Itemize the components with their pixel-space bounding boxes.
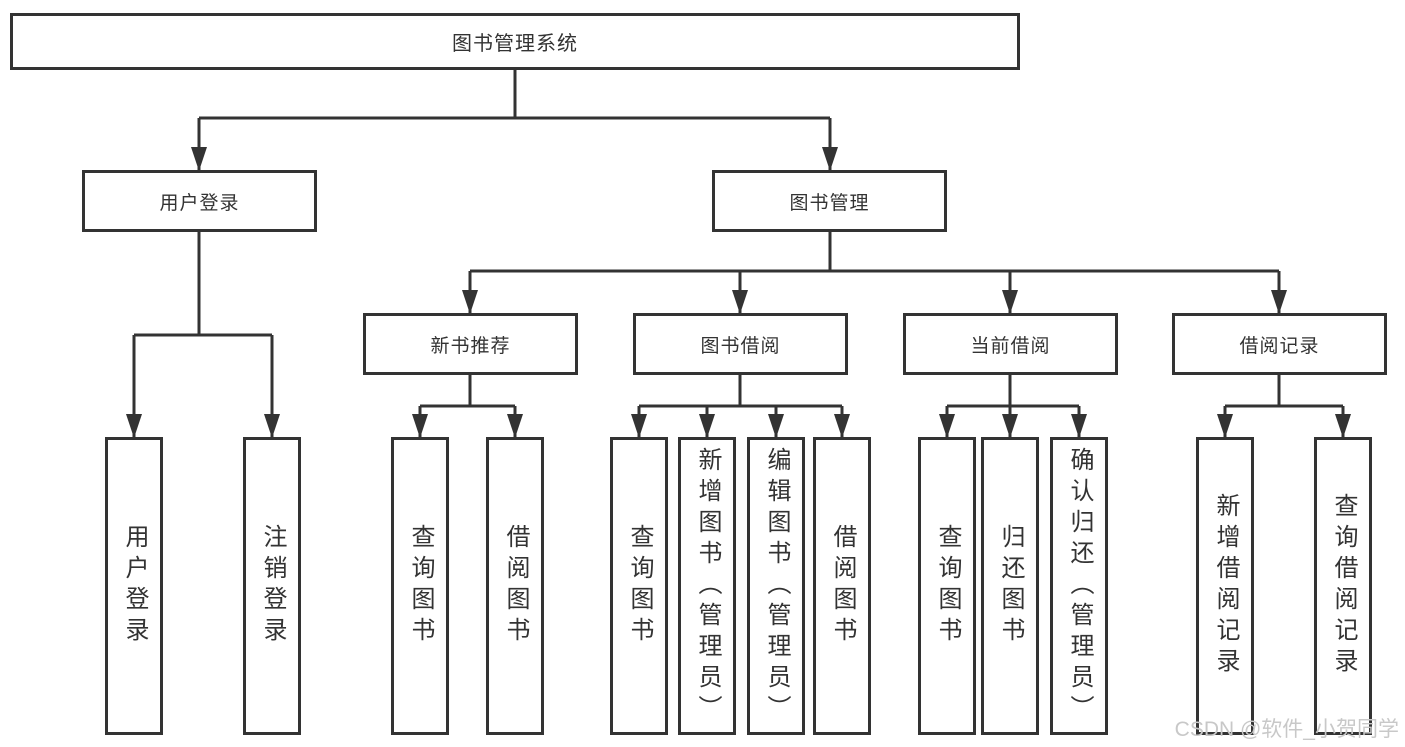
leaf-label: 归还图书 (997, 524, 1024, 648)
leaf-logout: 注销登录 (243, 437, 301, 735)
leaf-borrow-books: 借阅图书 (813, 437, 871, 735)
node-label: 图书管理系统 (452, 33, 578, 55)
node-label: 用户登录 (159, 192, 240, 214)
leaf-edit-books-admin: 编辑图书（管理员） (747, 437, 805, 735)
leaf-return-books: 归还图书 (981, 437, 1039, 735)
leaf-label: 借阅图书 (829, 524, 856, 648)
leaf-user-login: 用户登录 (105, 437, 163, 735)
node-user-login-branch: 用户登录 (82, 170, 317, 232)
leaf-label: 确认归还（管理员） (1066, 446, 1093, 726)
leaf-query-books-current: 查询图书 (918, 437, 976, 735)
node-label: 图书管理 (789, 192, 870, 214)
node-current-borrow: 当前借阅 (903, 313, 1118, 375)
node-new-book-recommend: 新书推荐 (363, 313, 578, 375)
leaf-label: 查询图书 (626, 524, 653, 648)
watermark-csdn: CSDN @软件_小贺同学 (1174, 718, 1399, 741)
leaf-query-books-recommend: 查询图书 (391, 437, 449, 735)
leaf-add-borrow-record: 新增借阅记录 (1196, 437, 1254, 735)
leaf-label: 用户登录 (121, 524, 148, 648)
leaf-confirm-return-admin: 确认归还（管理员） (1050, 437, 1108, 735)
node-borrow-records: 借阅记录 (1172, 313, 1387, 375)
node-book-borrow: 图书借阅 (633, 313, 848, 375)
node-label: 借阅记录 (1239, 335, 1320, 357)
node-label: 新书推荐 (430, 335, 511, 357)
leaf-label: 编辑图书（管理员） (763, 446, 790, 726)
leaf-label: 查询借阅记录 (1330, 493, 1357, 679)
leaf-label: 查询图书 (407, 524, 434, 648)
node-book-management-branch: 图书管理 (712, 170, 947, 232)
leaf-label: 查询图书 (934, 524, 961, 648)
leaf-label: 新增图书（管理员） (694, 446, 721, 726)
leaf-add-books-admin: 新增图书（管理员） (678, 437, 736, 735)
leaf-query-borrow-record: 查询借阅记录 (1314, 437, 1372, 735)
leaf-label: 新增借阅记录 (1212, 493, 1239, 679)
leaf-label: 借阅图书 (502, 524, 529, 648)
node-label: 图书借阅 (700, 335, 781, 357)
node-label: 当前借阅 (970, 335, 1051, 357)
leaf-borrow-books-recommend: 借阅图书 (486, 437, 544, 735)
leaf-query-books-borrow: 查询图书 (610, 437, 668, 735)
node-library-management-system: 图书管理系统 (10, 13, 1020, 70)
leaf-label: 注销登录 (259, 524, 286, 648)
